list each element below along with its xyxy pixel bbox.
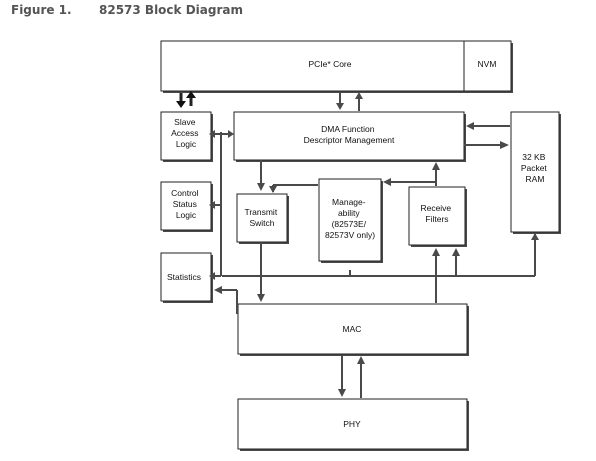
transmit-mac-arrow [257,294,265,302]
receive-filters-label: Receive Filters [420,203,453,224]
packet-ram-label: 32 KB Packet RAM [521,152,549,184]
mac-stat-arrow [214,286,222,294]
mac-label: MAC [343,324,362,334]
mac-receive-arrow [432,248,440,256]
statistics-arrow [209,272,215,280]
ram-dma-arrow [466,122,474,130]
manageability-label: Manage- ability (82573E/ 82573V only) [325,197,375,240]
pcie-dma-down-arrow [336,103,344,110]
packet-ram-block [510,111,560,233]
stat-bus-receive-arrow [452,248,460,256]
receive-dma-arrow [432,162,440,170]
receive-filters-block [408,186,466,246]
slave-dma-arrow-right [228,130,234,138]
dma-pcie-up-arrow [355,92,363,99]
slave-dma-arrow-left [209,130,215,138]
mac-phy-down-arrow [338,389,346,397]
figure-label: Figure 1. [11,3,72,17]
arrowheads [176,91,539,397]
slave-access-logic-block [160,111,212,161]
dma-function-block [233,111,465,161]
statistics-block [160,252,212,302]
slave-access-logic-label: Slave Access Logic [171,117,201,149]
connectors [179,92,536,398]
figure-title: 82573 Block Diagram [99,3,243,17]
manageability-block [318,178,382,262]
pcie-core-block [160,40,512,92]
nvm-label: NVM [478,59,497,69]
dma-transmit-arrow [257,183,265,191]
phy-mac-up-arrow [357,356,365,364]
transmit-switch-label: Transmit Switch [244,207,279,228]
slave-pcie-up-arrow [186,91,196,98]
statistics-label: Statistics [167,272,201,282]
dma-function-label: DMA Function Descriptor Management [304,124,395,145]
mac-block [237,303,468,355]
dma-ram-arrow [500,141,509,149]
slave-pcie-down-arrow [176,101,186,108]
receive-manage-arrow [383,178,391,186]
phy-block [237,398,468,450]
stat-bus-ram-arrow [531,233,539,240]
control-status-logic-label: Control Status Logic [171,188,201,220]
figure-caption: Figure 1. 82573 Block Diagram [11,3,243,19]
pcie-core-label: PCIe* Core [309,59,352,69]
phy-label: PHY [343,419,361,429]
manage-transmit-arrow [269,186,277,193]
control-status-arrow [209,201,215,209]
transmit-switch-block [236,193,288,243]
